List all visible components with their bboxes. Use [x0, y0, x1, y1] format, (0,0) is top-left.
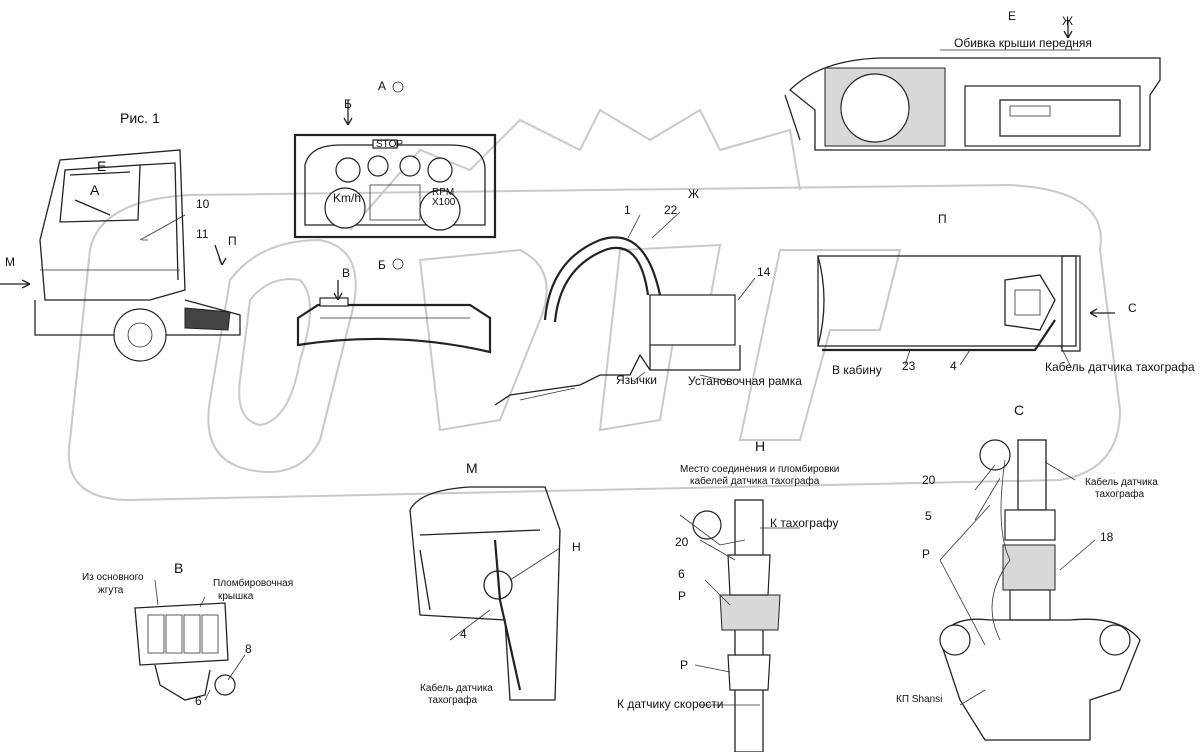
route-cable: Кабель датчика тахографа: [1045, 360, 1195, 374]
v-cap-line2: крышка: [218, 591, 254, 602]
view-b2-label: Б: [378, 258, 386, 272]
s-r: Р: [922, 547, 931, 561]
view-p-label: П: [938, 212, 947, 226]
view-h-detail-label: Н: [755, 438, 766, 454]
tacho-n22: 22: [664, 203, 678, 217]
route-to-cab: В кабину: [832, 363, 882, 377]
detail-h-drawing: [679, 499, 800, 752]
m-cable-line1: Кабель датчика: [420, 683, 493, 694]
roof-drawing: [784, 20, 1161, 151]
s-n5: 5: [925, 509, 932, 523]
dash-speed-label: Km/h: [333, 191, 362, 205]
h-title-line2: кабелей датчика тахографа: [690, 476, 820, 487]
h-r1: Р: [678, 589, 687, 603]
tacho-n1: 1: [624, 203, 631, 217]
route-arrow-c: С: [1128, 301, 1137, 315]
dash-rpm-label: RPM: [432, 187, 455, 198]
truck-label-10: 10: [196, 197, 210, 211]
watermark: [67, 108, 1122, 502]
view-a-label: А: [378, 79, 387, 93]
roof-title: Обивка крыши передняя: [954, 36, 1092, 50]
v-harness-line1: Из основного: [82, 572, 144, 583]
truck-label-11: 11: [196, 227, 209, 241]
tacho-drawing: [494, 211, 756, 406]
v-cap-line1: Пломбировочная: [213, 578, 294, 589]
route-n4: 4: [950, 359, 957, 373]
h-to-tacho: К тахографу: [770, 516, 839, 530]
h-to-sensor: К датчику скорости: [617, 697, 724, 711]
route-p-drawing: [817, 255, 1115, 366]
m-cable-line2: тахографа: [428, 695, 478, 706]
detail-m-drawing: [409, 486, 561, 701]
view-v-detail-label: В: [174, 560, 184, 576]
v-n8: 8: [245, 642, 252, 656]
view-b-label: Б: [344, 97, 352, 111]
detail-s-drawing: [939, 439, 1141, 741]
view-e-label: Е: [1008, 9, 1017, 23]
tacho-n14: 14: [757, 265, 771, 279]
truck-label-m: М: [5, 255, 15, 269]
h-n6: 6: [678, 567, 685, 581]
panel-drawing: [296, 280, 492, 354]
s-n18: 18: [1100, 530, 1114, 544]
s-cable-line1: Кабель датчика: [1085, 477, 1158, 488]
dashboard-drawing: [293, 81, 497, 270]
h-r2: Р: [680, 658, 689, 672]
detail-v-drawing: [134, 579, 246, 701]
m-n4: 4: [460, 627, 467, 641]
s-gearbox: КП Shansi: [896, 694, 943, 705]
truck-label-a: А: [90, 182, 100, 198]
view-zh-label: Ж: [1062, 14, 1074, 28]
dash-stop-label: STOP: [376, 139, 404, 150]
dash-x100-label: X100: [432, 197, 456, 208]
s-cable-line2: тахографа: [1095, 489, 1145, 500]
truck-label-p: П: [228, 234, 237, 248]
v-n6: 6: [195, 694, 202, 708]
view-v-label: В: [342, 266, 351, 280]
route-n23: 23: [902, 359, 916, 373]
h-n20: 20: [675, 535, 689, 549]
figure-title: Рис. 1: [120, 110, 160, 126]
tacho-tabs: Язычки: [616, 373, 657, 387]
truck-drawing: [0, 149, 241, 362]
h-title-line1: Место соединения и пломбировки: [680, 464, 840, 475]
view-m-detail-label: М: [466, 460, 478, 476]
view-zh2-label: Ж: [688, 187, 700, 201]
view-s-detail-label: С: [1014, 402, 1025, 418]
v-harness-line2: жгута: [98, 585, 124, 596]
m-marker-h: Н: [572, 540, 581, 554]
truck-label-e: Е: [97, 158, 107, 174]
tacho-frame: Установочная рамка: [688, 374, 802, 388]
s-n20: 20: [922, 473, 936, 487]
